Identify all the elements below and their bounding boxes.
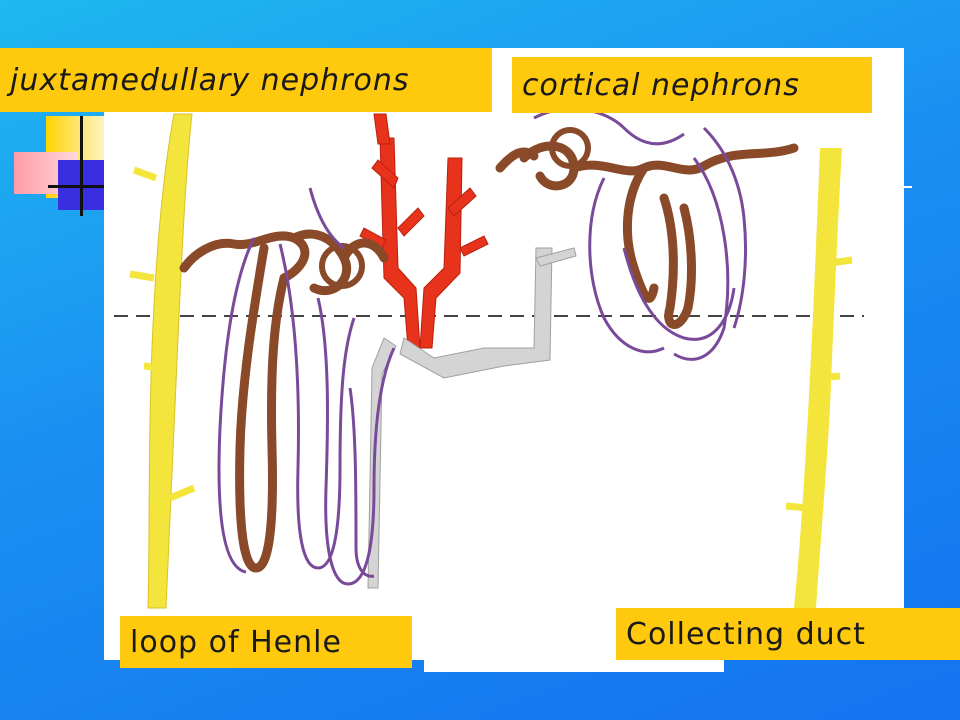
juxtamedullary-tubules — [179, 229, 389, 573]
decor-right-tick — [900, 186, 912, 188]
venous-tree — [367, 247, 577, 589]
label-juxtamedullary-nephrons: juxtamedullary nephrons — [0, 48, 492, 112]
arterial-tree — [359, 113, 489, 349]
collecting-duct-left — [129, 113, 196, 609]
decor-horizontal-line — [48, 185, 108, 188]
label-cortical-nephrons: cortical nephrons — [512, 57, 872, 113]
label-collecting-text: Collecting duct — [626, 616, 866, 652]
nephron-drawing — [114, 107, 864, 609]
glomerulus-cortical — [549, 127, 591, 169]
collecting-duct-right — [785, 148, 853, 608]
cortical-tubules — [495, 141, 799, 329]
label-juxtamedullary-text: juxtamedullary nephrons — [10, 62, 410, 98]
label-loop-of-henle: loop of Henle — [120, 616, 412, 668]
nephron-diagram — [104, 48, 904, 672]
label-cortical-text: cortical nephrons — [522, 67, 800, 103]
decor-vertical-line — [80, 116, 83, 216]
label-collecting-duct: Collecting duct — [616, 608, 960, 660]
label-loop-text: loop of Henle — [130, 624, 342, 660]
juxtamedullary-capillaries — [217, 187, 396, 586]
